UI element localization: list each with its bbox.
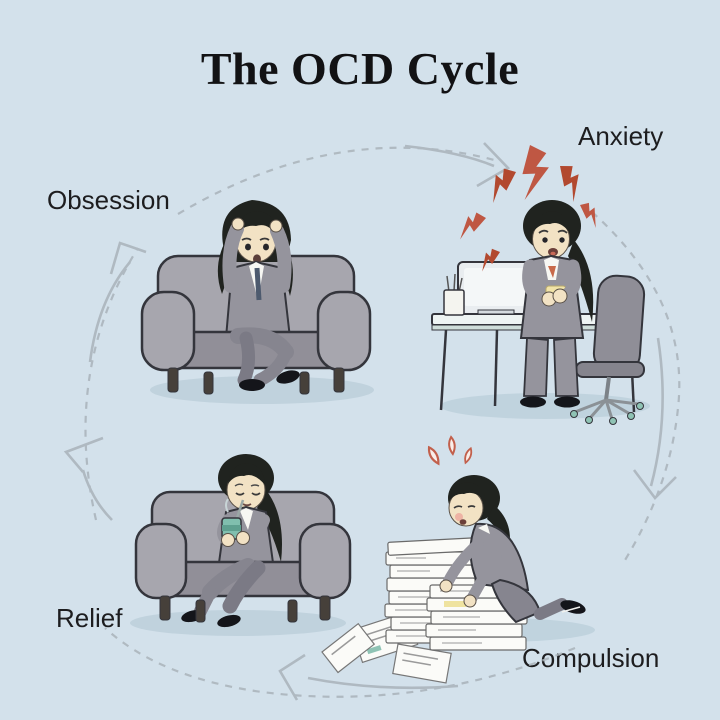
steam-icon <box>225 498 245 519</box>
arrowhead-chevron <box>278 653 306 701</box>
sofa-legs <box>159 595 331 623</box>
dashed-cycle-arrow <box>104 627 576 698</box>
dashed-cycle-arrow <box>177 146 499 215</box>
person-kneeling-stacking <box>439 475 586 624</box>
stage-label-compulsion: Compulsion <box>522 643 660 673</box>
sofa-armrests <box>134 522 352 600</box>
solid-cycle-arrow <box>307 676 459 690</box>
page-title: The OCD Cycle <box>200 43 520 94</box>
arrowhead-chevron <box>109 241 147 275</box>
pen-cup-icon <box>443 273 465 316</box>
floor-shadow <box>440 393 650 419</box>
sweat-drop-icon <box>425 435 474 467</box>
obsession-illustration <box>140 200 374 404</box>
sofa-armrests <box>140 290 372 372</box>
dashed-cycle-arrow <box>84 247 139 521</box>
monitor-icon <box>457 261 535 315</box>
stage-label-relief: Relief <box>56 603 123 633</box>
stage-label-obsession: Obsession <box>47 185 170 215</box>
dashed-cycle-arrow <box>591 211 681 566</box>
compulsion-illustration <box>321 435 595 684</box>
solid-cycle-arrow <box>81 469 113 521</box>
person-clutching-chest <box>519 200 594 408</box>
person-crossed-legs <box>230 327 300 391</box>
stage-label-anxiety: Anxiety <box>578 121 664 151</box>
arrowhead-chevron <box>476 142 511 188</box>
sofa-legs <box>167 367 345 395</box>
solid-cycle-arrow <box>404 144 495 168</box>
person-holding-drink <box>216 454 282 571</box>
solid-cycle-arrow <box>88 261 131 363</box>
relief-illustration <box>130 454 352 636</box>
anxiety-illustration <box>431 144 650 425</box>
person-head-in-hands <box>217 200 293 339</box>
cycle-arrows <box>63 142 681 701</box>
arrowhead-chevron <box>63 436 104 473</box>
solid-cycle-arrow <box>649 337 664 487</box>
arrowhead-chevron <box>632 469 677 500</box>
